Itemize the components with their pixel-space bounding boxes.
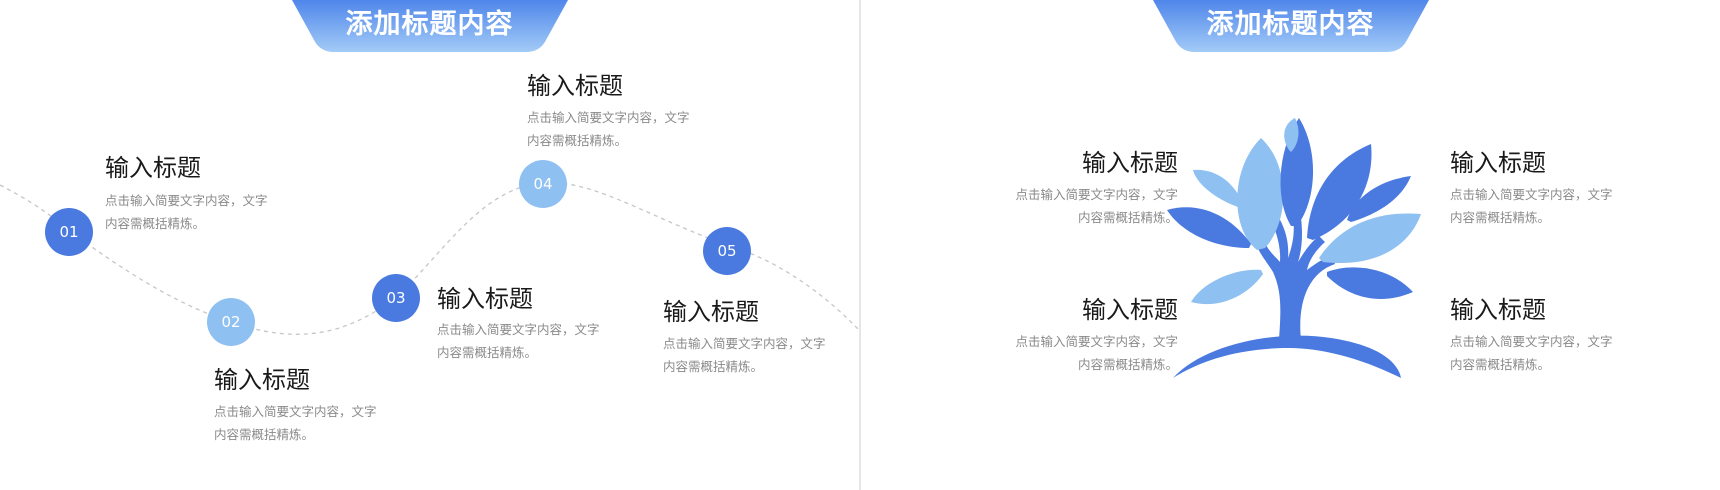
- title-banner: 添加标题内容: [1152, 0, 1429, 52]
- tree-item-4-title: 输入标题: [1450, 296, 1546, 324]
- step-03-number: 03: [386, 289, 406, 307]
- tree-item-2-desc-line1: 点击输入简要文字内容，文字: [1450, 187, 1613, 202]
- step-01-title: 输入标题: [105, 154, 201, 182]
- step-05-desc-line1: 点击输入简要文字内容，文字: [663, 336, 826, 351]
- step-02-circle: 02: [207, 298, 255, 346]
- step-03-desc-line2: 内容需概括精炼。: [437, 345, 538, 360]
- step-01-desc-line1: 点击输入简要文字内容，文字: [105, 193, 268, 208]
- step-02-number: 02: [221, 313, 241, 331]
- step-04-desc-line2: 内容需概括精炼。: [527, 133, 628, 148]
- step-05-number: 05: [717, 242, 737, 260]
- step-02-title: 输入标题: [214, 366, 310, 394]
- banner-title: 添加标题内容: [345, 9, 514, 40]
- step-03-title: 输入标题: [437, 285, 533, 313]
- tree-item-4-desc-line2: 内容需概括精炼。: [1450, 357, 1551, 372]
- tree-item-1-desc-line1: 点击输入简要文字内容，文字: [1015, 187, 1178, 202]
- step-03-circle: 03: [372, 274, 420, 322]
- step-03-desc: 点击输入简要文字内容，文字 内容需概括精炼。: [437, 318, 612, 364]
- step-04-title: 输入标题: [527, 72, 623, 100]
- step-01-circle: 01: [45, 208, 93, 256]
- banner-title: 添加标题内容: [1206, 9, 1375, 40]
- tree-item-1-desc: 点击输入简要文字内容，文字 内容需概括精炼。: [1003, 183, 1178, 229]
- tree-item-3-desc-line1: 点击输入简要文字内容，文字: [1015, 334, 1178, 349]
- step-01-number: 01: [59, 223, 79, 241]
- step-01-desc-line2: 内容需概括精炼。: [105, 216, 206, 231]
- step-02-desc-line1: 点击输入简要文字内容，文字: [214, 404, 377, 419]
- step-03-desc-line1: 点击输入简要文字内容，文字: [437, 322, 600, 337]
- tree-item-3-desc: 点击输入简要文字内容，文字 内容需概括精炼。: [1003, 330, 1178, 376]
- step-05-circle: 05: [703, 227, 751, 275]
- step-05-desc: 点击输入简要文字内容，文字 内容需概括精炼。: [663, 332, 838, 378]
- tree-item-2-desc: 点击输入简要文字内容，文字 内容需概括精炼。: [1450, 183, 1625, 229]
- step-04-number: 04: [533, 175, 553, 193]
- step-04-desc-line1: 点击输入简要文字内容，文字: [527, 110, 690, 125]
- tree-item-3-desc-line2: 内容需概括精炼。: [1077, 357, 1178, 372]
- step-04-desc: 点击输入简要文字内容，文字 内容需概括精炼。: [527, 106, 702, 152]
- step-02-desc-line2: 内容需概括精炼。: [214, 427, 315, 442]
- banner-shape: [1152, 0, 1429, 52]
- tree-item-4-desc-line1: 点击输入简要文字内容，文字: [1450, 334, 1613, 349]
- tree-item-4-desc: 点击输入简要文字内容，文字 内容需概括精炼。: [1450, 330, 1625, 376]
- step-02-desc: 点击输入简要文字内容，文字 内容需概括精炼。: [214, 400, 389, 446]
- tree-item-1-title: 输入标题: [1082, 149, 1178, 177]
- banner-shape: [291, 0, 568, 52]
- hand-tree-icon: [1167, 118, 1421, 378]
- slide-tree: 添加标题内容 输入标题 点击输入简要文字内容，文字 内容需概括精炼。 输入标题 …: [861, 0, 1720, 490]
- step-05-title: 输入标题: [663, 298, 759, 326]
- step-04-circle: 04: [519, 160, 567, 208]
- step-01-desc: 点击输入简要文字内容，文字 内容需概括精炼。: [105, 189, 280, 235]
- tree-item-2-title: 输入标题: [1450, 149, 1546, 177]
- step-05-desc-line2: 内容需概括精炼。: [663, 359, 764, 374]
- slide-timeline: 添加标题内容 01 02 03 04 05 输入标题 点击输入简要文字内容，文字…: [0, 0, 859, 490]
- tree-item-1-desc-line2: 内容需概括精炼。: [1077, 210, 1178, 225]
- title-banner: 添加标题内容: [291, 0, 568, 52]
- tree-item-2-desc-line2: 内容需概括精炼。: [1450, 210, 1551, 225]
- tree-item-3-title: 输入标题: [1082, 296, 1178, 324]
